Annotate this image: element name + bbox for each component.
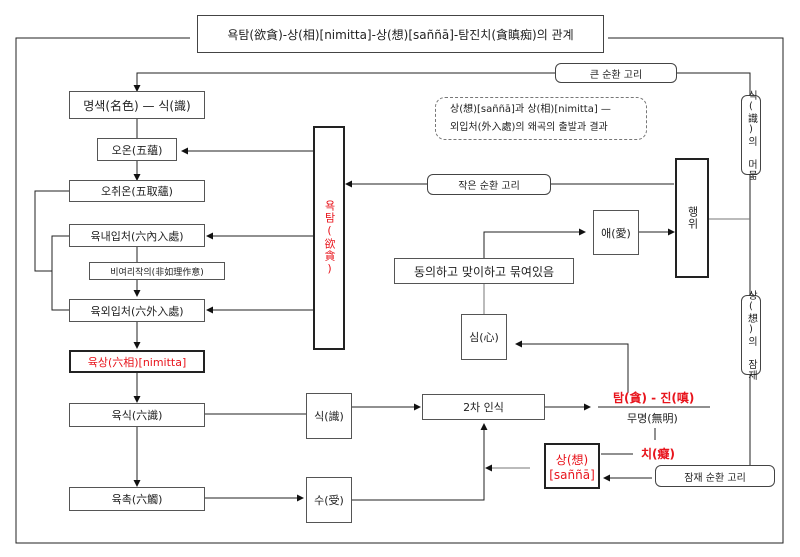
six-outer-bases-box: 육외입처(六外入處) bbox=[69, 299, 205, 322]
greed-hatred-label: 탐(貪) - 진(嗔) bbox=[613, 391, 695, 405]
namarupa-box: 명색(名色) — 식(識) bbox=[69, 91, 205, 119]
note-line-2: 외입처(外入處)의 왜곡의 출발과 결과 bbox=[450, 121, 608, 133]
six-signs-box: 육상(六相)[nimitta] bbox=[69, 350, 205, 373]
feeling-box: 수(受) bbox=[306, 477, 352, 523]
perception-latent-text: 상(想)의 잠재 bbox=[745, 289, 757, 381]
distortion-note: 상(想)[saññā]과 상(相)[nimitta] — 외입처(外入處)의 왜… bbox=[435, 97, 647, 140]
craving-box: 애(愛) bbox=[593, 210, 639, 255]
title-box: 욕탐(欲貪)-상(相)[nimitta]-상(想)[saññā]-탐진치(貪瞋痴… bbox=[197, 15, 604, 53]
outer-frame bbox=[15, 37, 784, 544]
consciousness-abiding-text: 식(識)의 머묾 bbox=[745, 89, 757, 181]
five-clinging-aggregates-box: 오취온(五取蘊) bbox=[69, 180, 205, 202]
unwise-attention-box: 비여리작의(非如理作意) bbox=[89, 262, 225, 280]
perception-box: 상(想) [saññā] bbox=[544, 443, 600, 489]
small-loop-label: 작은 순환 고리 bbox=[427, 174, 551, 195]
action-box: 행위 bbox=[675, 158, 709, 278]
delusion-label: 치(癡) bbox=[641, 447, 676, 461]
mind-box: 심(心) bbox=[461, 314, 507, 360]
greed-bar: 욕탐(欲貪) bbox=[313, 126, 345, 350]
secondary-cognition-box: 2차 인식 bbox=[422, 394, 545, 420]
six-inner-bases-box: 육내입처(六內入處) bbox=[69, 224, 205, 247]
six-consciousness-box: 육식(六識) bbox=[69, 403, 205, 427]
perception-line-2: [saññā] bbox=[549, 467, 595, 482]
latent-loop-label: 잠재 순환 고리 bbox=[655, 465, 775, 487]
note-line-1: 상(想)[saññā]과 상(相)[nimitta] — bbox=[450, 103, 611, 115]
big-loop-label: 큰 순환 고리 bbox=[555, 63, 677, 83]
consciousness-abiding-label: 식(識)의 머묾 bbox=[741, 90, 761, 181]
six-contacts-box: 육촉(六觸) bbox=[69, 487, 205, 511]
consciousness-box: 식(識) bbox=[306, 393, 352, 439]
perception-line-1: 상(想) bbox=[555, 452, 589, 467]
action-label: 행위 bbox=[686, 206, 699, 230]
greed-label: 욕탐(欲貪) bbox=[323, 200, 336, 276]
ignorance-label: 무명(無明) bbox=[627, 412, 678, 425]
bound-together-box: 동의하고 맞이하고 묶여있음 bbox=[394, 258, 574, 284]
five-aggregates-box: 오온(五蘊) bbox=[97, 138, 177, 161]
perception-latent-label: 상(想)의 잠재 bbox=[741, 290, 761, 381]
